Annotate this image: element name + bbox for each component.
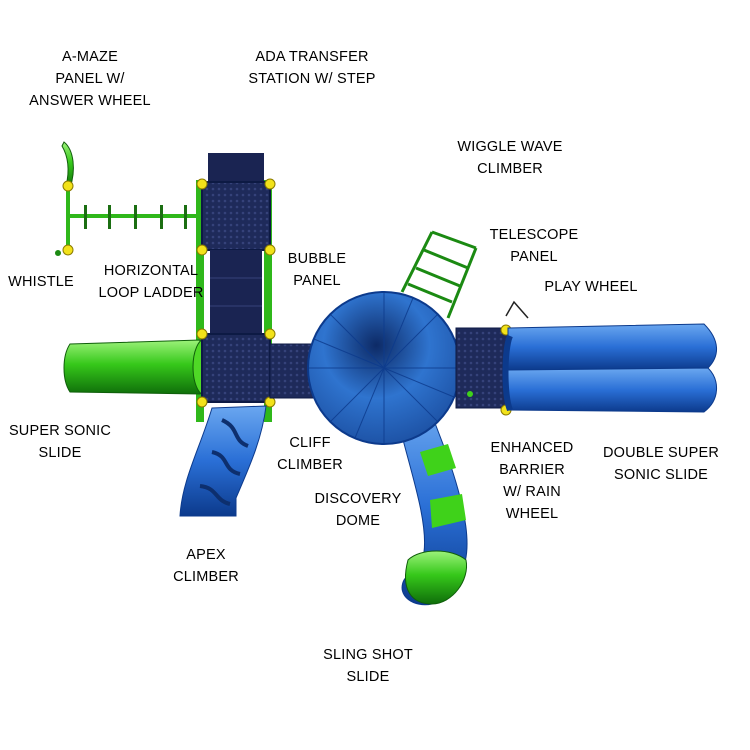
discovery-dome xyxy=(307,291,461,445)
label-play-wheel: PLAY WHEEL xyxy=(544,279,638,295)
horizontal-loop-ladder xyxy=(62,180,202,256)
super-sonic-slide xyxy=(63,338,218,396)
frame-posts xyxy=(196,180,272,422)
transfer-steps xyxy=(210,250,262,336)
sling-shot-slide xyxy=(397,409,468,606)
amaze-panel xyxy=(55,141,74,256)
wiggle-wave-climber xyxy=(400,230,478,319)
lower-deck xyxy=(196,328,276,408)
apex-climber xyxy=(179,405,267,517)
label-whistle: WHISTLE xyxy=(8,274,74,290)
double-super-sonic-slide xyxy=(502,323,717,413)
upper-deck xyxy=(196,153,276,256)
play-wheel xyxy=(505,300,529,319)
